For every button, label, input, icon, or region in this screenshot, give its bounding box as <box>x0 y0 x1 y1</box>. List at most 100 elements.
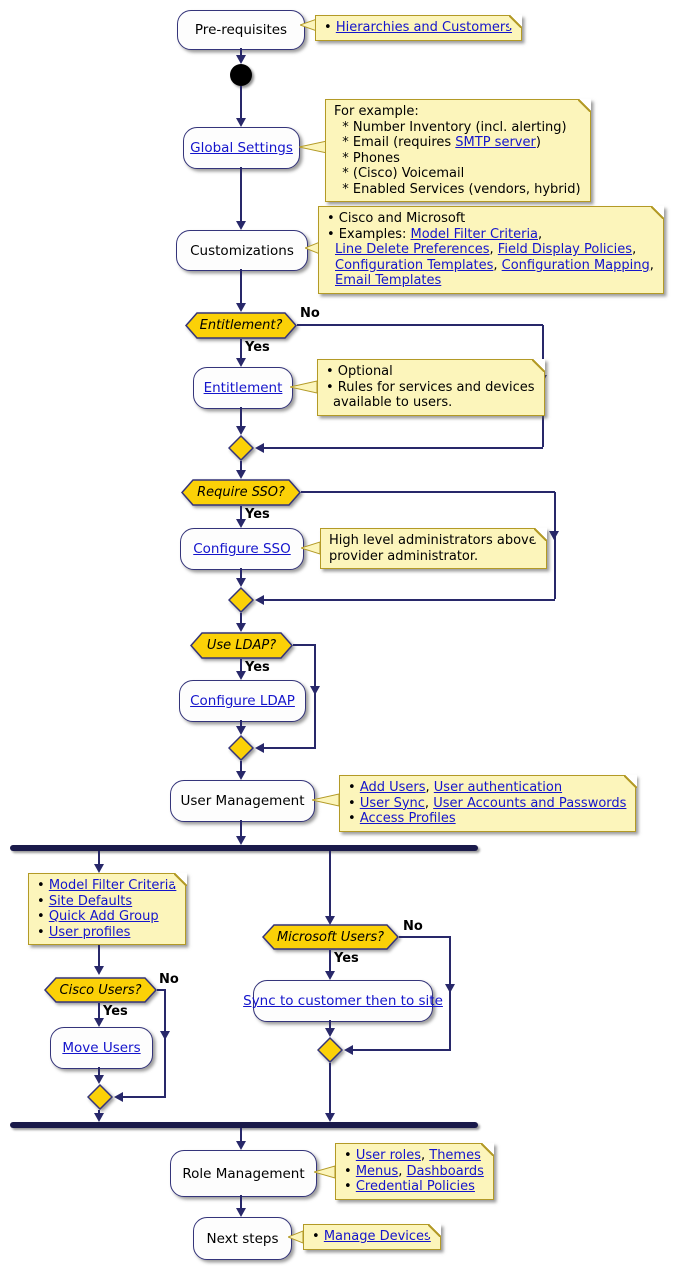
flow-line <box>329 1063 331 1114</box>
flow-line <box>449 937 451 1049</box>
activity-configure-sso: Configure SSO <box>180 528 304 570</box>
activity-user-management: User Management <box>170 780 315 822</box>
decision-microsoft-users-label: Microsoft Users? <box>276 929 385 945</box>
arrowhead <box>344 1045 353 1055</box>
link-access-profiles[interactable]: Access Profiles <box>359 811 456 826</box>
entitlement-link[interactable]: Entitlement <box>203 380 283 396</box>
link-configuration-mapping[interactable]: Configuration Mapping <box>501 257 650 273</box>
user-management-label: User Management <box>180 793 305 809</box>
arrowhead <box>236 358 246 367</box>
note-text: , <box>649 257 654 273</box>
flow-line <box>329 851 331 917</box>
link-themes[interactable]: Themes <box>429 1148 481 1163</box>
arrowhead <box>236 303 246 312</box>
link-quick-add-group[interactable]: Quick Add Group <box>48 909 159 924</box>
arrowhead <box>255 743 264 753</box>
link-email-templates[interactable]: Email Templates <box>335 273 442 288</box>
flow-line <box>98 851 100 865</box>
decision-use-ldap-label: Use LDAP? <box>206 638 277 653</box>
note-text: , <box>420 1148 430 1163</box>
note-text: • <box>348 811 360 826</box>
note-role-management: • User roles, Themes• Menus, Dashboards•… <box>335 1142 495 1200</box>
note-connector <box>305 241 320 255</box>
arrowhead <box>94 1113 104 1122</box>
flow-line <box>240 506 242 519</box>
note-text: , <box>538 226 543 242</box>
merge-diamond <box>228 435 254 461</box>
activity-role-management: Role Management <box>170 1150 317 1197</box>
note-text: ) <box>535 135 541 150</box>
label-no: No <box>300 306 320 321</box>
link-site-defaults[interactable]: Site Defaults <box>48 893 133 909</box>
note-text: * (Cisco) Voicemail <box>334 166 465 181</box>
link-add-users[interactable]: Add Users <box>359 780 426 795</box>
link-hierarchies-and-customers[interactable]: Hierarchies and Customers <box>335 20 512 35</box>
note-text: • <box>348 795 360 811</box>
arrowhead <box>325 971 335 980</box>
link-model-filter-criteria[interactable]: Model Filter Criteria <box>48 878 177 893</box>
arrowhead <box>236 470 246 479</box>
flow-line <box>240 167 242 222</box>
link-credential-policies[interactable]: Credential Policies <box>355 1179 475 1194</box>
activity-entitlement: Entitlement <box>193 367 293 409</box>
flow-line <box>240 86 242 119</box>
link-user-authentication[interactable]: User authentication <box>433 780 563 795</box>
note-connector <box>300 18 317 32</box>
label-yes: Yes <box>245 340 270 355</box>
note-customizations: • Cisco and Microsoft• Examples: Model F… <box>318 205 665 294</box>
note-text: For example: <box>334 104 419 119</box>
note-text: • <box>344 1148 356 1163</box>
arrowhead <box>94 966 104 975</box>
note-text: • <box>312 1229 324 1244</box>
flow-line <box>399 936 451 938</box>
label-no: No <box>403 919 423 934</box>
decision-microsoft-users: Microsoft Users? <box>262 924 399 950</box>
flow-line <box>164 990 166 1096</box>
note-text: • <box>344 1179 356 1194</box>
note-text: • Rules for services and devices <box>326 379 535 395</box>
link-model-filter-criteria[interactable]: Model Filter Criteria <box>410 226 539 242</box>
link-user-accounts-and-passwords[interactable]: User Accounts and Passwords <box>433 795 627 811</box>
link-field-display-policies[interactable]: Field Display Policies <box>497 242 633 257</box>
flow-line <box>240 461 242 470</box>
link-manage-devices[interactable]: Manage Devices <box>323 1229 431 1244</box>
link-line-delete-preferences[interactable]: Line Delete Preferences <box>335 242 490 257</box>
fork-bar <box>10 845 478 851</box>
sync-to-site-link[interactable]: Sync to customer then to site <box>243 993 443 1009</box>
link-user-profiles[interactable]: User profiles <box>48 924 131 940</box>
note-connector <box>299 140 327 154</box>
global-settings-link[interactable]: Global Settings <box>190 140 293 156</box>
flow-line <box>98 945 100 967</box>
link-configuration-templates[interactable]: Configuration Templates <box>335 257 494 273</box>
activity-move-users: Move Users <box>50 1027 153 1069</box>
configure-ldap-link[interactable]: Configure LDAP <box>190 693 295 709</box>
note-connector <box>301 541 320 555</box>
arrowhead <box>325 1028 335 1037</box>
link-menus[interactable]: Menus <box>355 1163 399 1179</box>
activity-configure-ldap: Configure LDAP <box>179 680 306 722</box>
link-smtp-server[interactable]: SMTP server <box>455 135 536 150</box>
label-no: No <box>159 972 179 987</box>
flow-line <box>293 644 316 646</box>
flow-line <box>240 568 242 578</box>
link-dashboards[interactable]: Dashboards <box>406 1163 484 1179</box>
link-user-sync[interactable]: User Sync <box>359 795 425 811</box>
note-connector <box>290 380 317 394</box>
configure-sso-link[interactable]: Configure SSO <box>193 541 291 557</box>
note-text: , <box>398 1163 407 1179</box>
activity-prerequisites: Pre-requisites <box>177 10 305 50</box>
flow-line <box>98 1110 100 1114</box>
customizations-label: Customizations <box>190 242 294 259</box>
flow-line <box>297 324 543 326</box>
arrowhead <box>255 443 264 453</box>
merge-diamond <box>228 587 254 613</box>
activity-customizations: Customizations <box>176 230 308 271</box>
arrowhead <box>94 1075 104 1084</box>
move-users-link[interactable]: Move Users <box>62 1040 141 1056</box>
label-yes: Yes <box>245 507 270 522</box>
hexagon-shape <box>44 977 157 1003</box>
arrowhead <box>236 55 246 64</box>
flow-line <box>240 659 242 671</box>
link-user-roles[interactable]: User roles <box>355 1148 421 1163</box>
